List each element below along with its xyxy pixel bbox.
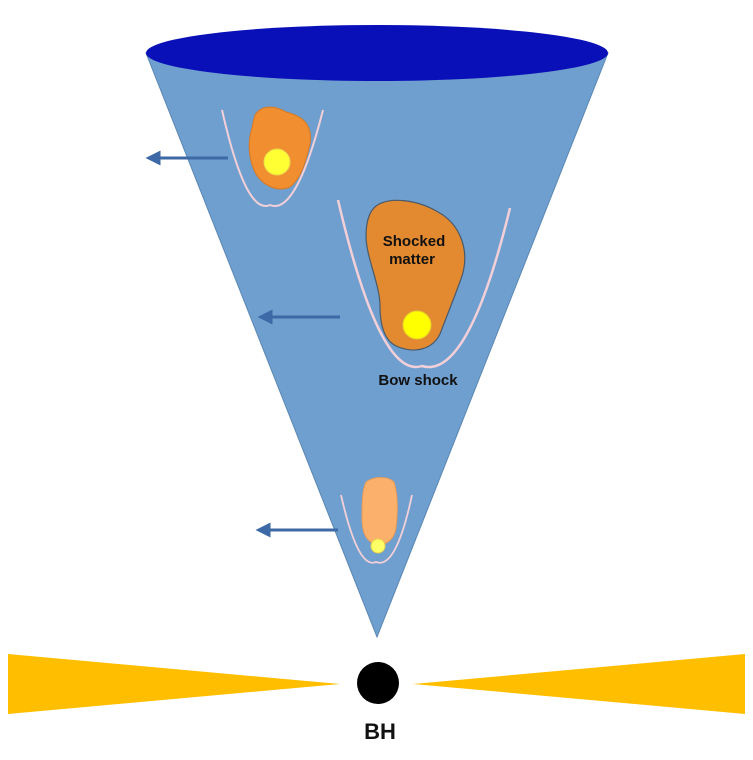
bow-shock-label: Bow shock <box>378 372 458 389</box>
bow-shock-curve-small-bottom <box>340 494 413 564</box>
star-top <box>263 148 291 176</box>
accretion-disk-right <box>413 654 745 714</box>
shocked-matter-label-line2: matter <box>389 251 435 268</box>
star-bottom <box>370 538 386 554</box>
jet-cone-top <box>146 25 608 81</box>
shocked-matter-label-line1: Shocked <box>383 233 446 250</box>
bow-shock-curve-small-top <box>221 109 324 208</box>
star-large <box>402 310 432 340</box>
shocked-matter-blob-bottom <box>361 477 398 545</box>
accretion-disk-left <box>8 654 340 714</box>
shocked-matter-blob-large <box>365 199 466 351</box>
shocked-matter-blob-top <box>248 106 311 190</box>
bow-shock-curve-large <box>336 199 512 369</box>
black-hole-icon <box>357 662 399 704</box>
black-hole-label: BH <box>364 719 396 744</box>
